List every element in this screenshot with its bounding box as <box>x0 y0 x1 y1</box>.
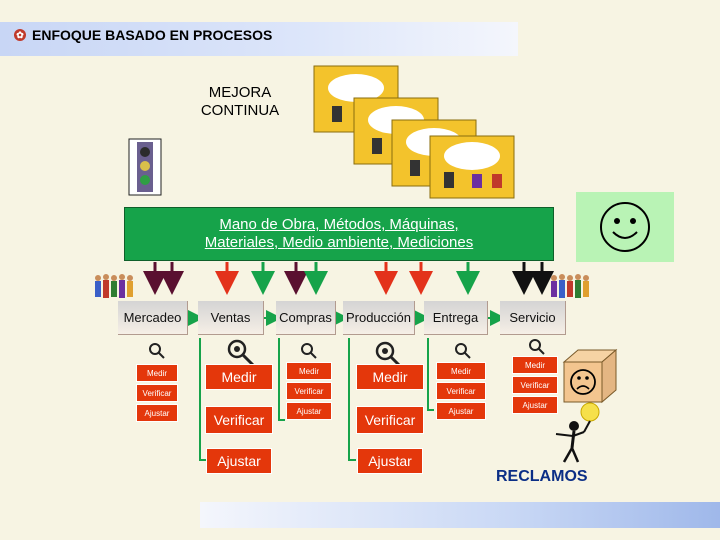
inputs-line-1: Mano de Obra, Métodos, Máquinas, <box>219 216 459 233</box>
servicio-verificar: Verificar <box>512 376 558 394</box>
magnifier-person-icon <box>529 339 545 355</box>
ventas-medir: Medir <box>205 364 273 390</box>
servicio-medir: Medir <box>512 356 558 374</box>
process-ventas: Ventas <box>198 301 264 335</box>
inputs-box: Mano de Obra, Métodos, Máquinas, Materia… <box>124 207 554 261</box>
smiley-panel <box>576 192 674 262</box>
mercadeo-medir: Medir <box>136 364 178 382</box>
people-group-icon <box>551 274 589 298</box>
process-mercadeo: Mercadeo <box>118 301 188 335</box>
entrega-medir: Medir <box>436 362 486 380</box>
ventas-verificar: Verificar <box>205 406 273 434</box>
mejora-continua-label: MEJORA CONTINUA <box>180 84 300 120</box>
meeting-slides-icon <box>313 65 515 199</box>
process-servicio: Servicio <box>500 301 566 335</box>
entrega-verificar: Verificar <box>436 382 486 400</box>
magnifier-person-icon <box>455 343 471 359</box>
ventas-ajustar: Ajustar <box>206 448 272 474</box>
magnifier-person-icon <box>149 343 165 359</box>
process-entrega: Entrega <box>424 301 488 335</box>
traffic-light-icon <box>128 138 162 196</box>
reclamos-label: RECLAMOS <box>496 468 588 485</box>
mejora-line-1: MEJORA <box>208 84 272 101</box>
entrega-ajustar: Ajustar <box>436 402 486 420</box>
footer-bar <box>200 502 720 528</box>
magnifier-person-icon <box>227 339 255 367</box>
sad-face-icon <box>562 348 618 404</box>
compras-verificar: Verificar <box>286 382 332 400</box>
mercadeo-verificar: Verificar <box>136 384 178 402</box>
bullet-icon: ✿ <box>14 29 26 41</box>
mejora-line-2: CONTINUA <box>200 102 280 119</box>
produccion-ajustar: Ajustar <box>357 448 423 474</box>
servicio-ajustar: Ajustar <box>512 396 558 414</box>
compras-ajustar: Ajustar <box>286 402 332 420</box>
page-title: ✿ ENFOQUE BASADO EN PROCESOS <box>14 27 272 43</box>
header-bar <box>0 22 518 56</box>
mercadeo-ajustar: Ajustar <box>136 404 178 422</box>
process-compras: Compras <box>276 301 336 335</box>
page-title-text: ENFOQUE BASADO EN PROCESOS <box>32 27 273 43</box>
produccion-medir: Medir <box>356 364 424 390</box>
inputs-line-2: Materiales, Medio ambiente, Mediciones <box>204 234 474 251</box>
person-with-lamp-icon <box>555 402 600 463</box>
magnifier-person-icon <box>301 343 317 359</box>
compras-medir: Medir <box>286 362 332 380</box>
produccion-verificar: Verificar <box>356 406 424 434</box>
people-group-icon <box>95 274 133 298</box>
process-produccion: Producción <box>343 301 415 335</box>
smiley-face-icon <box>600 202 650 252</box>
